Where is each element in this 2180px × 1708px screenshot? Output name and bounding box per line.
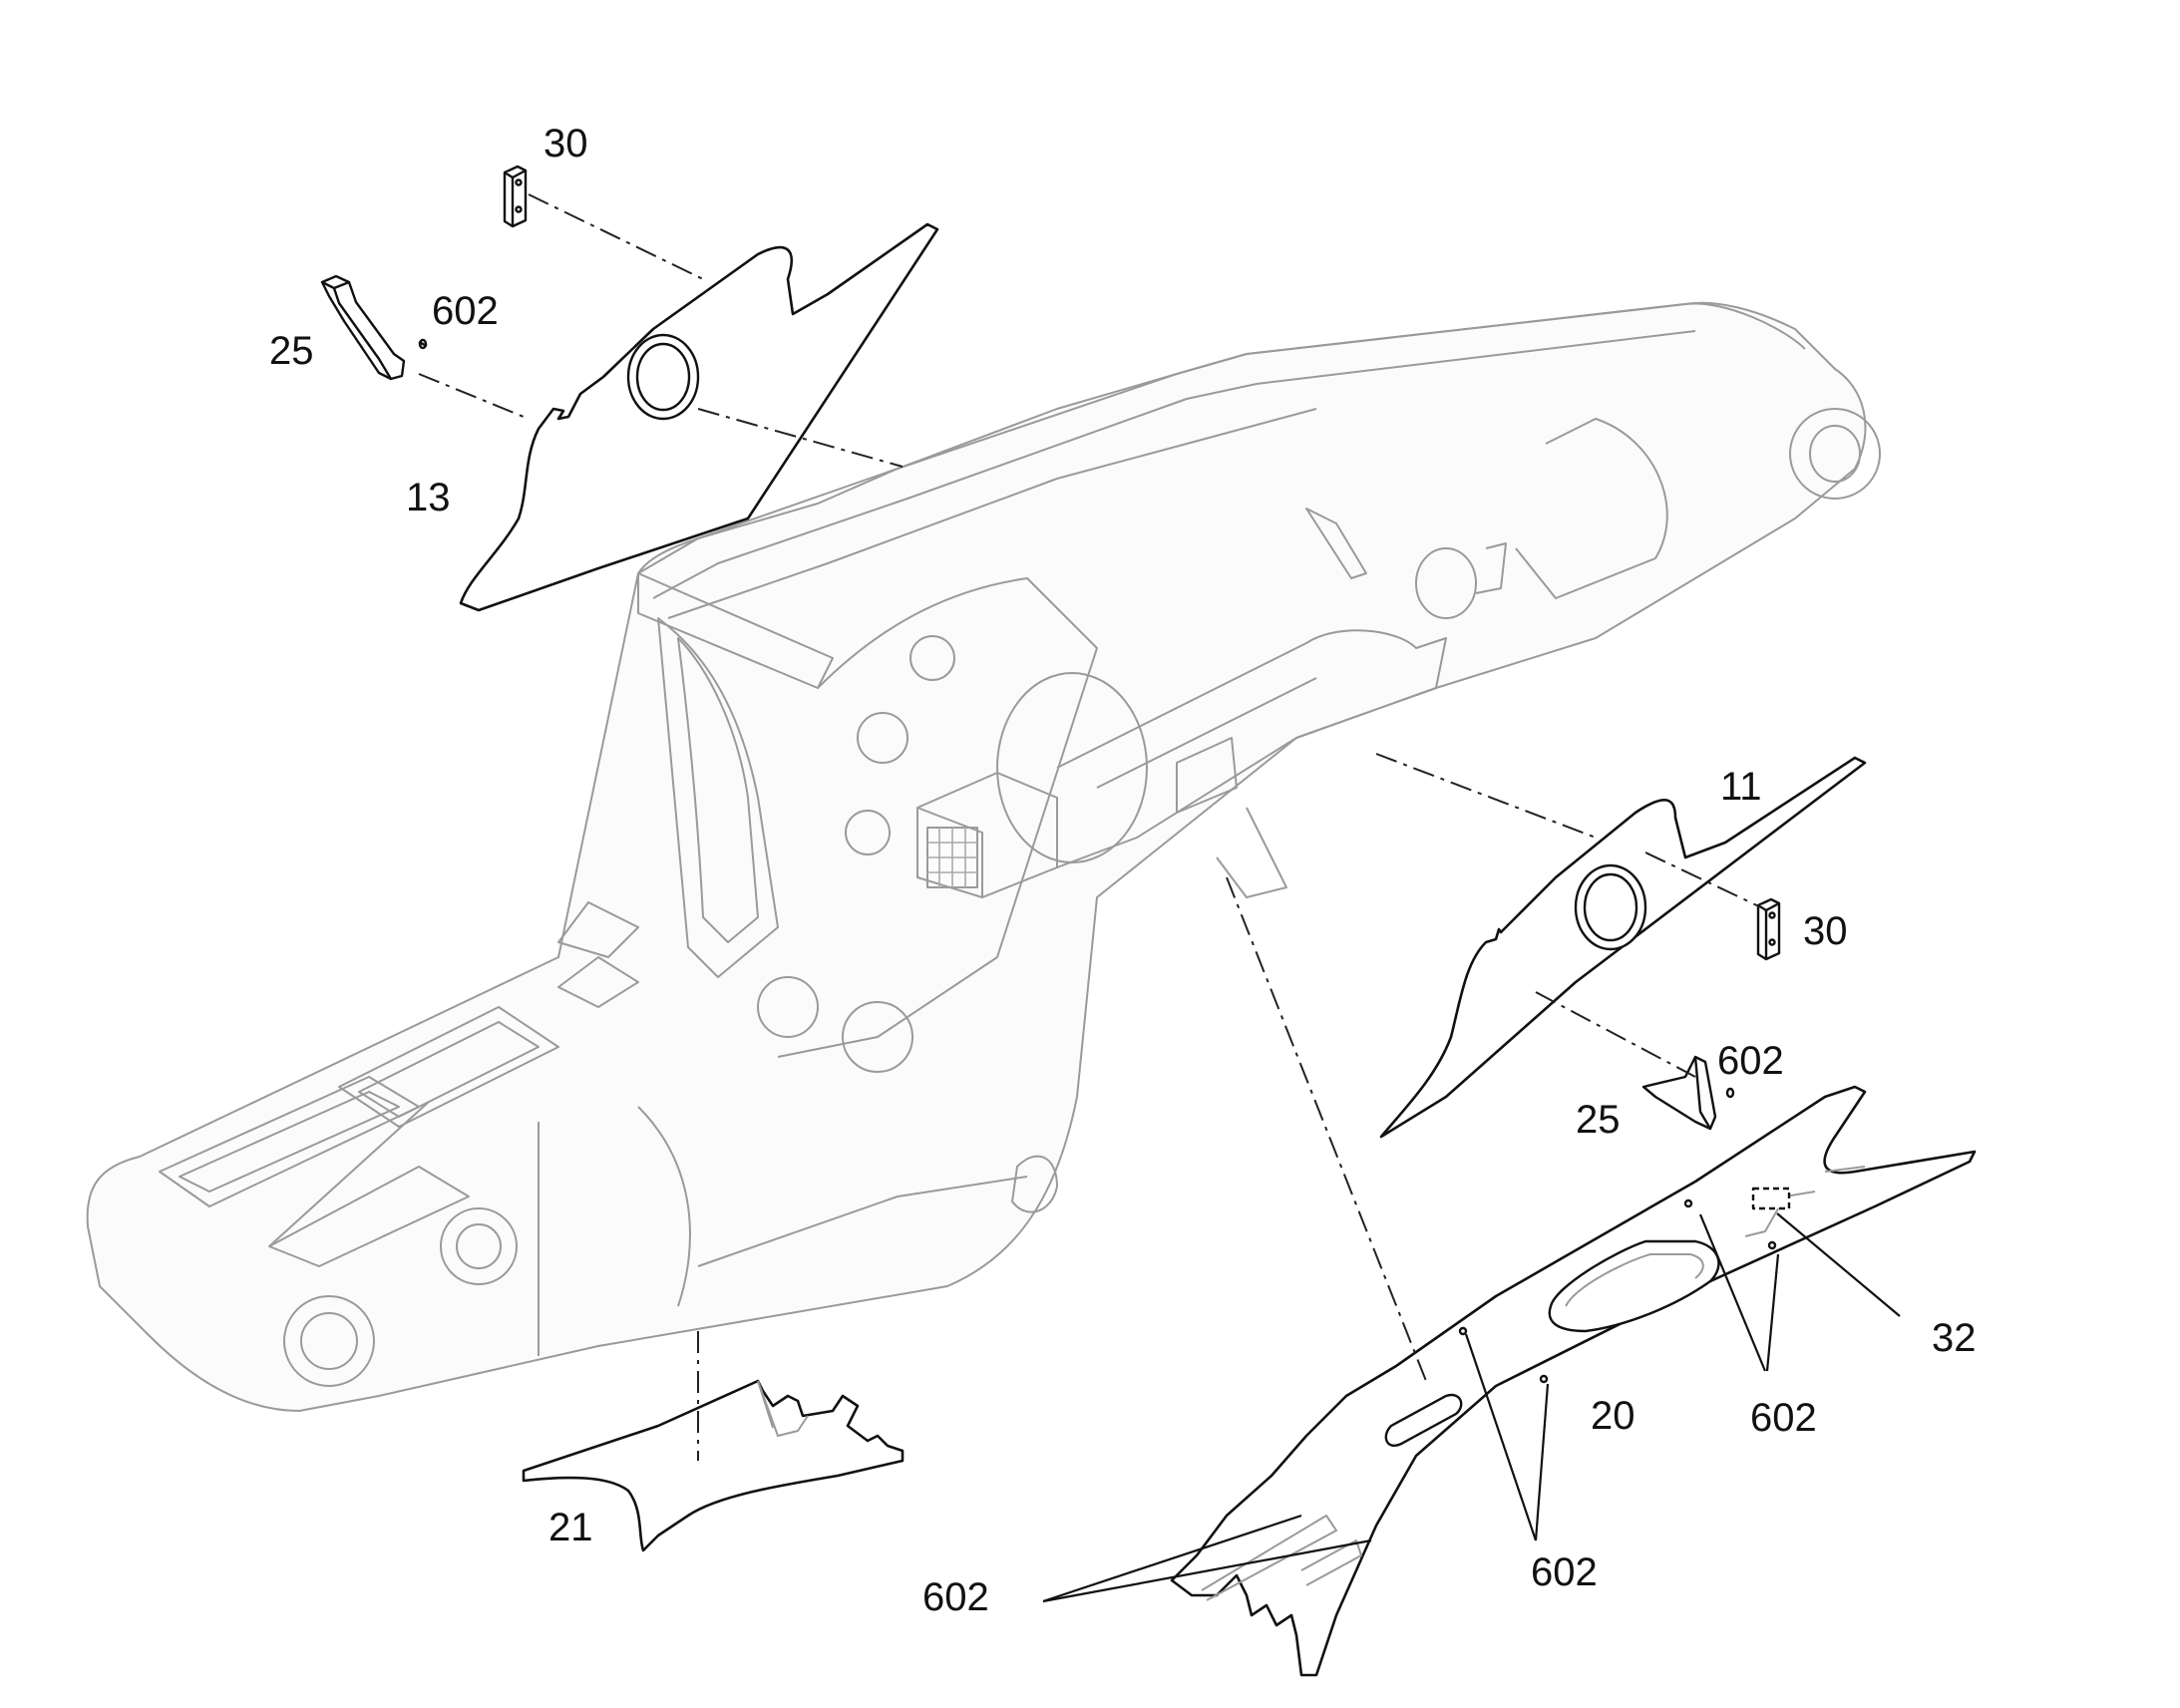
part-21-small-plate	[522, 1379, 905, 1552]
callout-30-top: 30	[544, 122, 588, 166]
assembly-lines	[418, 193, 1766, 1461]
callout-602-top: 602	[432, 289, 499, 333]
callout-25-right: 25	[1576, 1098, 1621, 1142]
callout-30-right: 30	[1803, 909, 1848, 953]
callout-25-top: 25	[269, 329, 314, 373]
part-602-right-pin	[1725, 1087, 1735, 1099]
callout-13: 13	[406, 476, 451, 519]
callout-20: 20	[1591, 1394, 1635, 1438]
part-30-top-bracket	[503, 165, 528, 228]
part-25-top-bracket	[320, 274, 406, 381]
part-602-top-pin	[418, 338, 428, 350]
callout-602-bottom-left: 602	[922, 1575, 989, 1619]
part-11-side-plate	[1379, 756, 1867, 1139]
part-20-bottom-plate	[1170, 1085, 1977, 1677]
callout-11: 11	[1720, 765, 1762, 809]
part-13-side-plate	[459, 222, 939, 612]
callout-32: 32	[1932, 1316, 1977, 1360]
callout-602-bottom-center: 602	[1531, 1550, 1598, 1594]
callout-602-right: 602	[1717, 1039, 1784, 1083]
callout-602-mid: 602	[1750, 1396, 1817, 1440]
callout-21: 21	[548, 1506, 593, 1549]
callout-labels: 30 602 25 13 11 30 602 25 32 20 602 21 6…	[269, 122, 1977, 1619]
part-30-right-bracket	[1756, 897, 1781, 961]
leader-lines	[1042, 1212, 1901, 1603]
main-arm-frame	[86, 301, 1881, 1412]
part-25-right-bracket	[1641, 1055, 1717, 1131]
